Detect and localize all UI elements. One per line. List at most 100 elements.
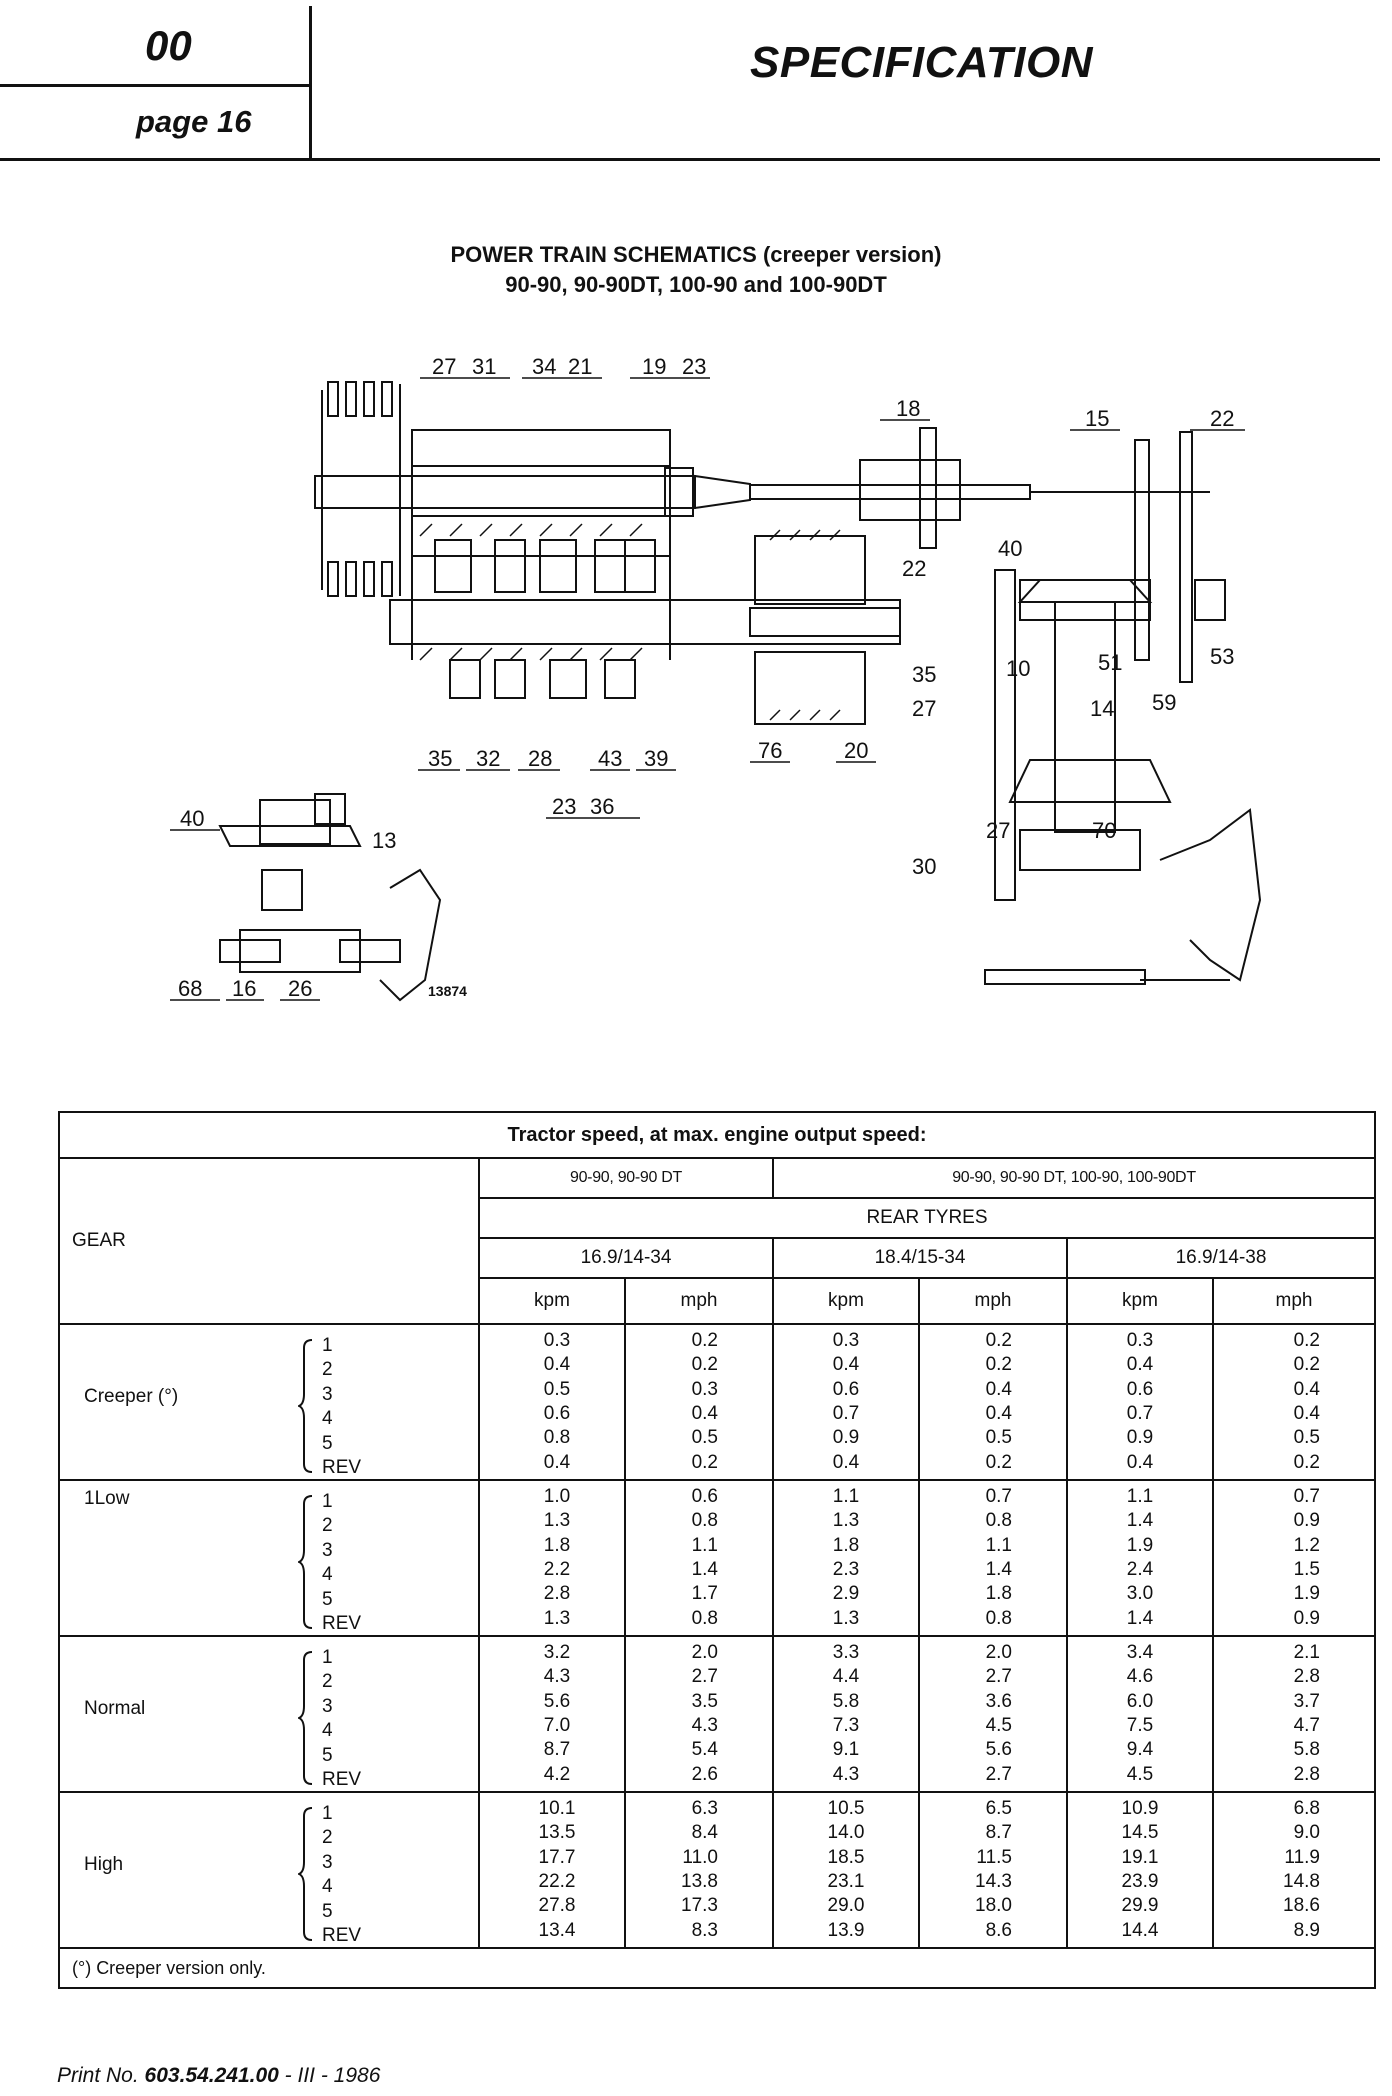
gear-step: 3 [322,1851,333,1873]
speed-value: 9.1 [832,1739,860,1761]
speed-value: 1.8 [543,1534,571,1556]
callout-22b: 22 [902,556,926,581]
callout-53: 53 [1210,644,1234,669]
speed-value: 18.6 [1283,1895,1320,1917]
speed-value: 7.5 [1126,1715,1154,1736]
callout-59: 59 [1152,690,1176,715]
callout-40b: 40 [180,806,204,831]
speed-value: 0.8 [985,1510,1012,1532]
tyre-header: 16.9/14-34 [478,1237,774,1279]
speed-value: 0.6 [832,1378,860,1400]
speed-value: 2.3 [832,1559,860,1580]
speed-value: 8.6 [985,1919,1012,1941]
speed-value: 14.3 [975,1871,1012,1892]
speed-value: 14.8 [1283,1871,1320,1892]
speed-value: 9.0 [1293,1822,1320,1844]
callout-15: 15 [1085,406,1109,431]
speed-value: 1.3 [832,1607,860,1629]
speed-value: 13.9 [827,1919,865,1941]
model-group-2: 90-90, 90-90 DT, 100-90, 100-90DT [772,1157,1376,1199]
unit-header: kpm [1066,1277,1214,1325]
gear-group-name: Creeper (°) [84,1386,179,1407]
callout-51: 51 [1098,650,1122,675]
speed-value: 0.7 [1293,1485,1320,1507]
speed-value: 1.4 [1126,1510,1154,1532]
speed-value: 5.4 [691,1739,718,1761]
gear-step: 4 [322,1408,333,1430]
callout-36: 36 [590,794,614,819]
gear-step: 1 [322,1335,333,1356]
brace-icon [298,1807,313,1941]
speed-value: 2.8 [1293,1666,1320,1688]
speed-value: 19.1 [1121,1846,1159,1868]
callout-26: 26 [288,976,312,1001]
callout-70: 70 [1092,818,1116,843]
speed-value: 27.8 [538,1895,576,1917]
callout-43: 43 [598,746,622,771]
speed-value: 9.4 [1126,1739,1154,1761]
speed-value: 0.7 [832,1403,860,1424]
unit-header: mph [1212,1277,1376,1325]
speed-value: 0.3 [691,1378,718,1400]
speed-value: 2.6 [691,1763,718,1785]
speed-value: 0.3 [832,1329,860,1351]
speed-value: 0.8 [543,1427,571,1449]
speed-value: 1.8 [832,1534,860,1556]
unit-header: kpm [772,1277,920,1325]
callout-30: 30 [912,854,936,879]
speed-value: 6.0 [1126,1690,1154,1712]
speed-value: 17.7 [538,1846,576,1868]
speed-value: 0.9 [832,1427,860,1449]
speed-value: 0.7 [985,1485,1012,1507]
speed-value: 1.5 [1293,1559,1320,1580]
speed-value: 1.3 [543,1607,571,1629]
callout-40: 40 [998,536,1022,561]
speed-value: 0.2 [1293,1354,1320,1376]
callout-35b: 35 [428,746,452,771]
speed-value: 0.6 [1126,1378,1154,1400]
speed-value: 8.7 [543,1739,571,1761]
section-number: 00 [145,22,192,69]
speed-value: 2.8 [1293,1763,1320,1785]
speed-value: 0.4 [1293,1403,1320,1424]
speed-value: 0.3 [543,1329,571,1351]
speed-value: 5.8 [1293,1739,1320,1761]
gear-group-name: High [84,1854,124,1875]
gear-step: 2 [322,1515,333,1537]
power-train-schematic: 27 31 34 21 19 23 18 15 22 40 22 10 51 5… [170,354,1262,1002]
tractor-speed-table: Tractor speed, at max. engine output spe… [58,1111,1376,1989]
speed-value: 6.8 [1293,1797,1320,1819]
speed-value: 7.0 [543,1715,571,1736]
gear-group-name: Normal [84,1698,146,1719]
unit-header: mph [624,1277,774,1325]
speed-value: 0.3 [1126,1329,1154,1351]
speed-value: 3.7 [1293,1690,1320,1712]
speed-value: 0.4 [832,1354,860,1376]
speed-value: 11.9 [1284,1846,1320,1868]
speed-value: 0.8 [691,1510,718,1532]
speed-value: 4.3 [691,1715,718,1736]
speed-value: 3.3 [832,1641,860,1663]
speed-value: 1.4 [985,1559,1012,1580]
figure-number: 13874 [428,983,467,999]
callout-68: 68 [178,976,202,1001]
speed-value: 0.8 [691,1607,718,1629]
speed-value: 8.4 [691,1822,718,1844]
callout-27b: 27 [912,696,936,721]
model-group-1: 90-90, 90-90 DT [478,1157,774,1199]
speed-value: 1.8 [985,1583,1012,1605]
table-footnote: (°) Creeper version only. [58,1947,1376,1989]
speed-value: 4.6 [1126,1666,1154,1688]
speed-value: 1.1 [1126,1485,1154,1507]
